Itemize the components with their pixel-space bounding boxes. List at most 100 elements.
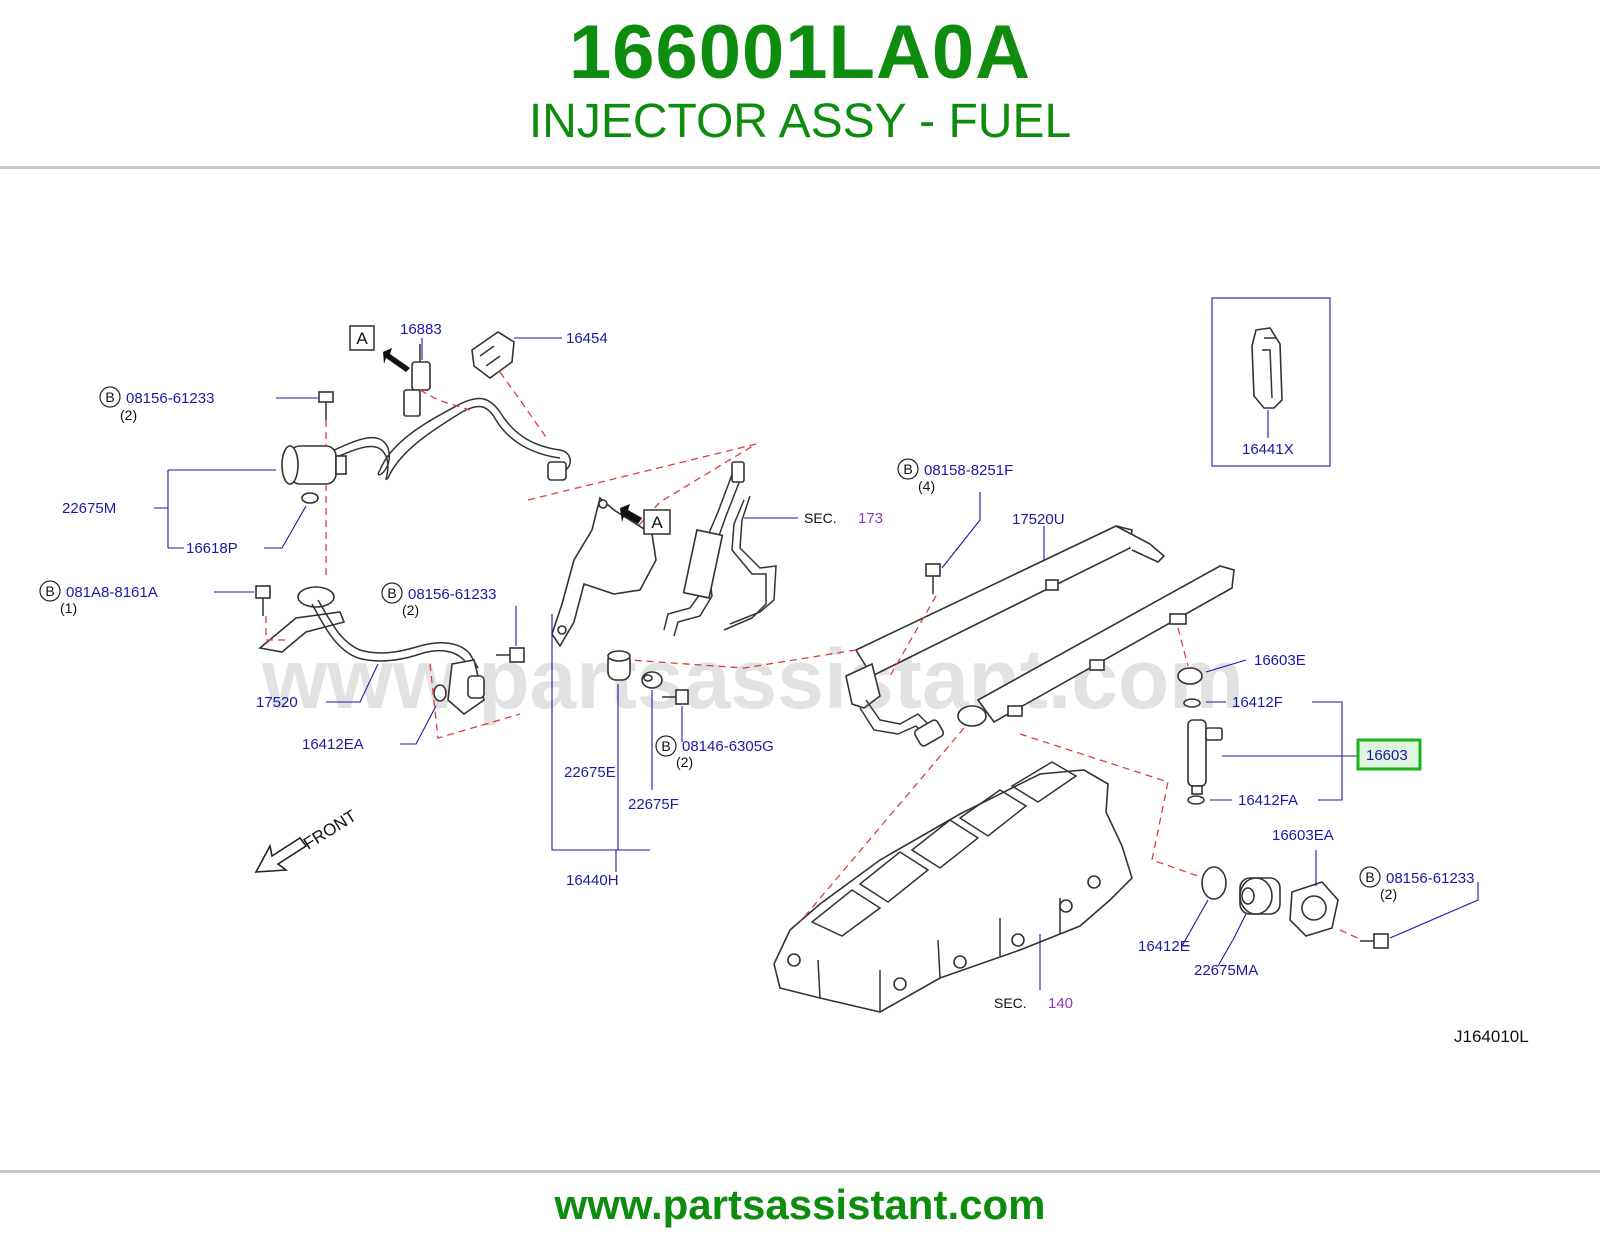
leader-b6 xyxy=(1389,882,1479,939)
drawing-code: J164010L xyxy=(1454,1027,1529,1046)
label-bolt-b5-number: 08158-8251F xyxy=(924,462,1013,479)
damper-22675m xyxy=(281,445,347,485)
label-sec-140-prefix: SEC. xyxy=(994,995,1027,1011)
intake-manifold-sec-140 xyxy=(773,761,1133,1013)
label-16603: 16603 xyxy=(1366,747,1408,764)
leader-16412e xyxy=(1181,899,1209,947)
label-16412fa: 16412FA xyxy=(1238,792,1298,809)
leader-bracket-22675m xyxy=(154,469,276,549)
oring-16412e xyxy=(1201,866,1227,900)
leader-16603e xyxy=(1205,659,1247,673)
fuel-pipe-17520 xyxy=(258,586,485,716)
view-marker-a-mid: A xyxy=(643,509,671,535)
front-label: FRONT xyxy=(300,806,360,853)
label-bolt-b2-qty: (1) xyxy=(60,600,77,616)
bolt-08156-61233-c xyxy=(1360,933,1389,949)
bolt-08146-6305g xyxy=(662,689,689,705)
svg-text:B: B xyxy=(105,389,114,405)
bolt-marker-b3: B xyxy=(381,582,403,604)
label-16412ea: 16412EA xyxy=(302,736,364,753)
footer-divider xyxy=(0,1170,1600,1173)
oring-16412fa xyxy=(1187,795,1205,805)
leader-b5 xyxy=(941,492,981,569)
collar-22675f xyxy=(641,671,663,689)
label-22675m: 22675M xyxy=(62,500,116,517)
label-16454: 16454 xyxy=(566,330,608,347)
oring-16412f xyxy=(1183,698,1201,708)
label-bolt-b2-number: 081A8-8161A xyxy=(66,584,158,601)
label-bolt-b5-qty: (4) xyxy=(918,478,935,494)
label-bolt-b4-number: 08146-6305G xyxy=(682,738,774,755)
bolt-marker-b4: B xyxy=(655,735,677,757)
clip-16441x xyxy=(1251,327,1283,409)
oring-16412ea xyxy=(433,684,447,702)
highlight-16603 xyxy=(1356,738,1422,771)
upper-fuel-pipe xyxy=(329,397,571,477)
view-marker-a-top: A xyxy=(349,325,375,351)
label-bolt-b1-qty: (2) xyxy=(120,407,137,423)
view-marker-a-mid-label: A xyxy=(651,513,663,532)
bolt-081a8-8161a xyxy=(255,585,271,616)
label-bolt-b3-number: 08156-61233 xyxy=(408,586,496,603)
label-bolt-b1-number: 08156-61233 xyxy=(126,390,214,407)
label-sec-173-number: 173 xyxy=(858,510,883,527)
label-16441x: 16441X xyxy=(1242,441,1294,458)
label-22675e: 22675E xyxy=(564,764,616,781)
leader-16618p xyxy=(264,505,307,549)
bolt-marker-b2: B xyxy=(39,580,61,602)
cover-16603ea xyxy=(1289,881,1339,937)
label-16603ea: 16603EA xyxy=(1272,827,1334,844)
view-marker-a-top-label: A xyxy=(356,329,368,348)
label-sec-140-number: 140 xyxy=(1048,995,1073,1012)
view-arrow-top xyxy=(383,348,410,372)
part-number: 166001LA0A xyxy=(568,10,1032,95)
label-22675f: 22675F xyxy=(628,796,679,813)
label-16412e: 16412E xyxy=(1138,938,1190,955)
bolt-marker-b6: B xyxy=(1359,866,1381,888)
svg-text:B: B xyxy=(45,583,54,599)
leader-16412ea xyxy=(400,705,437,745)
leader-bracket-16440h xyxy=(551,614,653,872)
clip-16454 xyxy=(471,331,515,379)
page-header: 166001LA0A INJECTOR ASSY - FUEL xyxy=(0,0,1600,168)
oring-16618p xyxy=(301,492,319,504)
label-17520: 17520 xyxy=(256,694,298,711)
part-title: INJECTOR ASSY - FUEL xyxy=(528,95,1072,148)
damper-22675ma xyxy=(1239,877,1281,915)
label-16603e: 16603E xyxy=(1254,652,1306,669)
svg-text:B: B xyxy=(387,585,396,601)
grommet-22675e xyxy=(607,650,631,681)
bracket-16440h xyxy=(551,496,657,648)
front-arrow-icon xyxy=(254,836,308,873)
fuel-rail-17520u xyxy=(845,525,1235,747)
label-16618p: 16618P xyxy=(186,540,238,557)
label-16883: 16883 xyxy=(400,321,442,338)
pipe-end-connector xyxy=(547,461,567,481)
leader-17520 xyxy=(326,663,379,703)
label-bolt-b4-qty: (2) xyxy=(676,754,693,770)
bolt-08158-8251f xyxy=(925,563,941,594)
label-16412f: 16412F xyxy=(1232,694,1283,711)
bolt-marker-b5: B xyxy=(897,458,919,480)
footer-url[interactable]: www.partsassistant.com xyxy=(554,1181,1046,1228)
svg-text:B: B xyxy=(903,461,912,477)
svg-text:B: B xyxy=(1365,869,1374,885)
fuel-line-sec-173 xyxy=(663,461,777,637)
bolt-marker-b1: B xyxy=(99,386,121,408)
label-bolt-b3-qty: (2) xyxy=(402,602,419,618)
label-bolt-b6-qty: (2) xyxy=(1380,886,1397,902)
leader-bracket-16603 xyxy=(1222,701,1362,801)
header-divider xyxy=(0,166,1600,169)
bolt-08156-61233-a xyxy=(318,391,334,420)
bolt-08156-61233-b xyxy=(496,647,525,663)
label-17520u: 17520U xyxy=(1012,511,1065,528)
sensor-16883 xyxy=(403,344,431,417)
label-22675ma: 22675MA xyxy=(1194,962,1258,979)
label-bolt-b6-number: 08156-61233 xyxy=(1386,870,1474,887)
leader-22675ma xyxy=(1217,913,1247,967)
view-arrow-mid xyxy=(620,504,642,524)
injector-16603 xyxy=(1187,719,1223,795)
insulator-16603e xyxy=(1177,667,1203,685)
label-16440h: 16440H xyxy=(566,872,619,889)
